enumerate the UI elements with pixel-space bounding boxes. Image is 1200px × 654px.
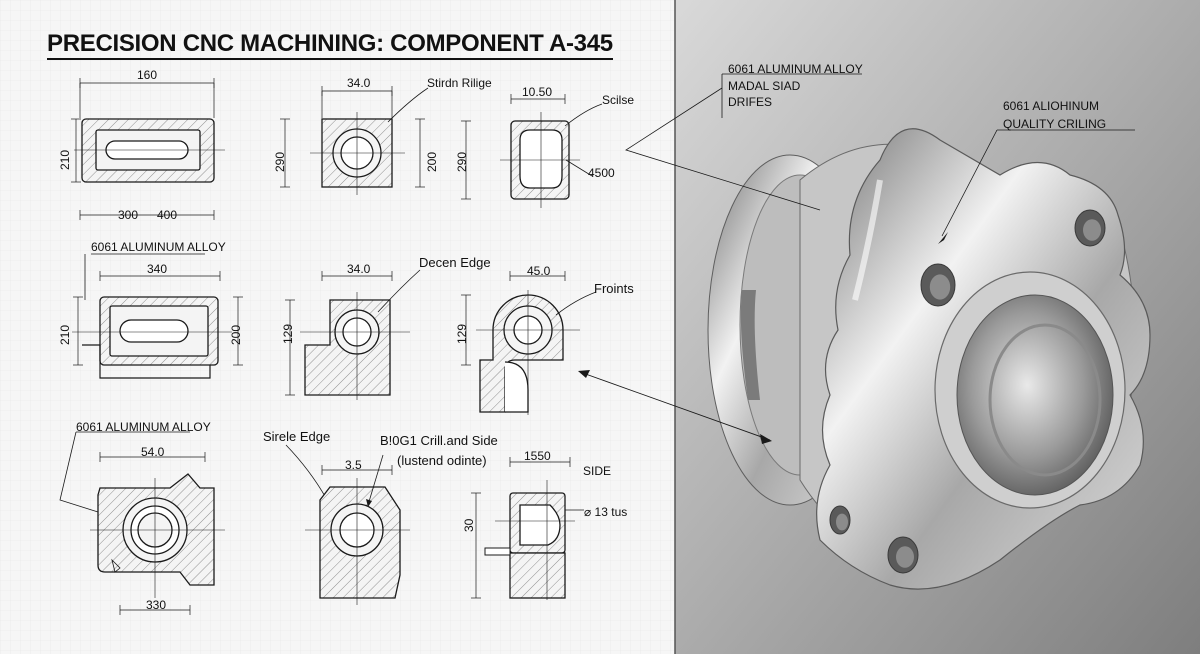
v9-stub bbox=[484, 547, 511, 556]
photo-link-arrowhead-b bbox=[760, 434, 772, 444]
v4-base-flange bbox=[82, 344, 211, 379]
photo-link-arrowhead-a bbox=[578, 370, 590, 378]
v3-leader bbox=[564, 103, 603, 127]
v5-leader bbox=[377, 269, 421, 313]
photo-callout-2-line-2: QUALITY CRILING bbox=[1003, 117, 1107, 131]
v3-callout: Scilse bbox=[602, 93, 635, 107]
v3-left-dim: 290 bbox=[455, 151, 469, 172]
v3-top-dim: 10.50 bbox=[522, 85, 553, 99]
v9-side-label: SIDE bbox=[583, 464, 612, 478]
v4-slot bbox=[119, 319, 189, 343]
flange-highlight bbox=[852, 179, 883, 301]
v6-callout: Froints bbox=[594, 281, 634, 296]
v4-material-callout: 6061 ALUMINUM ALLOY bbox=[91, 240, 226, 254]
v2-callout: Stirdn Rilige bbox=[427, 76, 492, 90]
v5-left-dim: 129 bbox=[281, 323, 295, 344]
v6-top-dim: 45.0 bbox=[527, 264, 551, 278]
photo-callout-1-line-1: 6061 ALUMINUM ALLOY bbox=[728, 62, 863, 76]
bolt-hole-2-inner bbox=[929, 274, 951, 300]
v7-top-dim: 54.0 bbox=[141, 445, 165, 459]
v4-left-dim: 210 bbox=[58, 324, 72, 345]
v6-leader bbox=[555, 291, 597, 316]
v3-angle-leader bbox=[565, 159, 593, 177]
photo-callout-2-leader bbox=[941, 129, 998, 237]
v1-bottom-dim-a: 300 bbox=[118, 208, 139, 222]
aluminum-part-render bbox=[707, 128, 1151, 590]
v1-left-dim: 210 bbox=[58, 149, 72, 170]
v2-leader bbox=[387, 87, 429, 123]
photo-link-arrow bbox=[579, 371, 771, 441]
central-bore bbox=[956, 294, 1114, 496]
v8-note-leader bbox=[367, 454, 384, 506]
v8-callout: Sirele Edge bbox=[263, 429, 331, 444]
v8-note-1: B!0G1 Crill.and Side bbox=[380, 433, 498, 448]
v7-material-callout: 6061 ALUMINUM ALLOY bbox=[76, 420, 211, 434]
v9-bore-section bbox=[519, 504, 561, 546]
v8-leader bbox=[285, 444, 327, 499]
photo-callout-1-line-3: DRIFES bbox=[728, 95, 773, 109]
photo-callout-2-arrowhead bbox=[938, 232, 948, 244]
side-slot bbox=[740, 290, 760, 400]
bolt-hole-1-inner bbox=[1083, 219, 1101, 241]
v4-top-dim: 340 bbox=[147, 262, 168, 276]
bolt-hole-4-inner bbox=[836, 513, 848, 531]
v3-angle-dim: 4500 bbox=[588, 166, 615, 180]
bore-groove bbox=[988, 323, 1102, 477]
v5-callout: Decen Edge bbox=[419, 255, 491, 270]
v4-right-dim: 200 bbox=[229, 324, 243, 345]
v7-bottom-dim: 330 bbox=[146, 598, 167, 612]
v2-left-dim: 290 bbox=[273, 151, 287, 172]
v6-left-dim: 129 bbox=[455, 323, 469, 344]
sheet-title: PRECISION CNC MACHINING: COMPONENT A-345 bbox=[47, 30, 613, 60]
v7-callout-leader bbox=[59, 431, 99, 513]
bolt-hole-3-inner bbox=[896, 546, 914, 568]
v2-top-dim: 34.0 bbox=[347, 76, 371, 90]
v8-top-dim: 3.5 bbox=[345, 458, 362, 472]
v9-lower bbox=[509, 552, 566, 599]
v1-top-dim: 160 bbox=[137, 68, 158, 82]
v9-hole-dim: ⌀ 13 tus bbox=[584, 505, 628, 519]
photo-callout-2-line-1: 6061 ALIOHINUM bbox=[1003, 99, 1100, 113]
photo-callout-1-line-2: MADAL SIAD bbox=[728, 79, 801, 93]
v9-left-dim: 30 bbox=[462, 518, 476, 532]
v7-small-mark bbox=[111, 558, 121, 573]
photo-callout-1-leader bbox=[625, 87, 821, 211]
v9-top-dim: 1550 bbox=[524, 449, 551, 463]
v8-note-2: (lustend odinte) bbox=[397, 453, 487, 468]
v1-bottom-dim-b: 400 bbox=[157, 208, 178, 222]
v8-arrowhead bbox=[366, 499, 372, 507]
v5-top-dim: 34.0 bbox=[347, 262, 371, 276]
v2-right-dim: 200 bbox=[425, 151, 439, 172]
